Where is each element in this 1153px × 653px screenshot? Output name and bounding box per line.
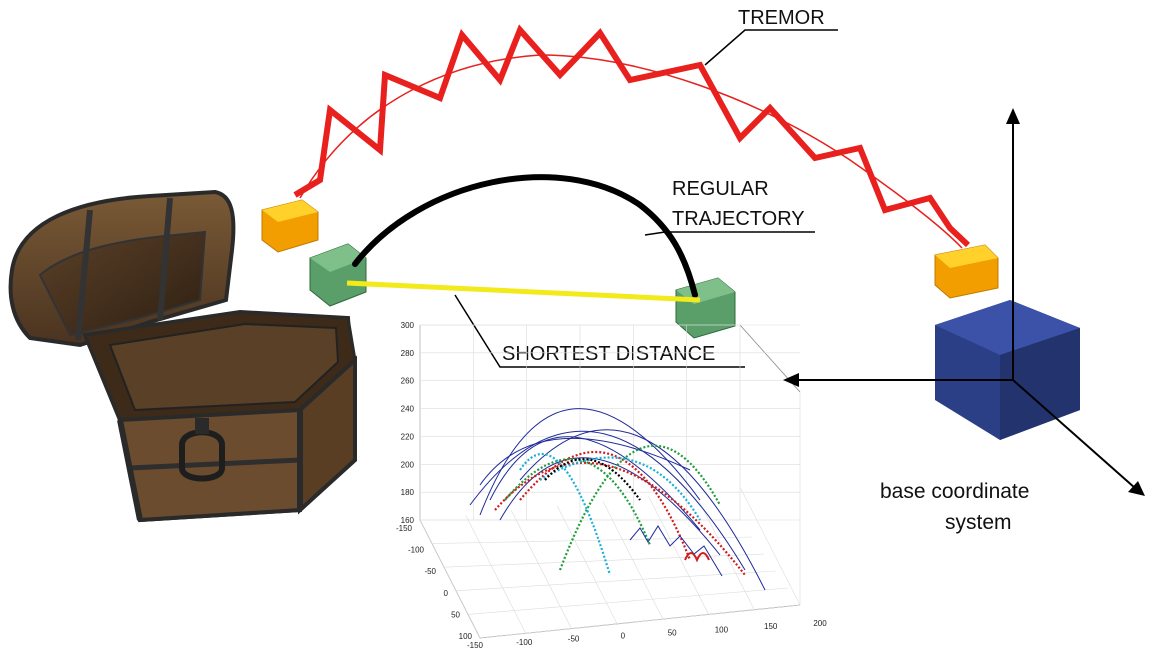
trajectory-curve xyxy=(519,429,766,591)
x-tick-label: 200 xyxy=(813,619,827,628)
floor-gridline xyxy=(739,486,801,606)
start-cube-orange xyxy=(261,199,319,253)
y-tick-label: 100 xyxy=(459,632,473,641)
floor-gridline xyxy=(431,536,753,544)
shortest-leader-line xyxy=(454,294,745,368)
floor-gridline xyxy=(419,519,481,639)
coordinate-axes xyxy=(783,108,1145,496)
x-tick-label: 0 xyxy=(621,632,626,641)
floor-gridline xyxy=(467,587,789,615)
trajectory-curve xyxy=(469,430,746,571)
end-cube-green xyxy=(675,277,736,339)
x-tick-label: -150 xyxy=(467,641,484,650)
x-tick-label: -100 xyxy=(516,638,533,647)
z-tick-label: 240 xyxy=(401,405,415,414)
floor-gridline xyxy=(556,505,618,624)
shortest-distance-line xyxy=(346,280,701,303)
x-axis-arrowhead xyxy=(1128,481,1145,496)
x-tick-label: 100 xyxy=(715,625,729,634)
trajectory-curve xyxy=(544,458,641,501)
trajectory-curve xyxy=(558,444,721,571)
z-tick-label: 200 xyxy=(401,460,415,469)
trajectory-curve xyxy=(504,458,652,546)
regular-trajectory-path xyxy=(352,174,698,298)
z-tick-label: 180 xyxy=(401,488,415,497)
floor-gridline xyxy=(602,501,664,620)
x-tick-label: -50 xyxy=(568,635,580,644)
trajectory-3d-plot: 300 280 260 240 220 200 180 160 -150 -100 -50 0 50 1… xyxy=(396,321,827,650)
tremor-label: TREMOR xyxy=(738,7,825,29)
trajectory-curve xyxy=(494,461,746,576)
shortest-distance-label: SHORTEST DISTANCE xyxy=(502,343,715,365)
floor-gridline xyxy=(455,570,777,592)
floor-gridline xyxy=(465,515,526,634)
treasure-chest xyxy=(8,189,358,523)
x-tick-label: 150 xyxy=(764,622,778,631)
y-tick-label: 0 xyxy=(444,589,449,598)
start-cube-green xyxy=(309,243,367,307)
z-tick-label: 160 xyxy=(401,516,415,525)
trajectory-curve xyxy=(519,452,612,576)
z-tick-label: 220 xyxy=(401,432,415,441)
y-axis-arrowhead xyxy=(783,373,799,387)
floor-gridline xyxy=(694,491,755,610)
z-tick-label: 280 xyxy=(401,349,415,358)
tremor-leader-line xyxy=(704,29,838,66)
regular-label-line1: REGULAR xyxy=(672,178,769,200)
y-tick-label: 50 xyxy=(451,610,460,619)
base-coordinate-cube xyxy=(935,300,1080,440)
x-tick-label: 50 xyxy=(668,628,677,637)
regular-label-line2: TRAJECTORY xyxy=(672,208,805,230)
trajectory-curve xyxy=(684,552,710,563)
trajectory-curve xyxy=(499,457,721,556)
trajectory-curve xyxy=(479,437,691,486)
end-cube-orange xyxy=(934,244,999,299)
z-axis-arrowhead xyxy=(1006,108,1020,124)
y-tick-label: -100 xyxy=(408,546,425,555)
y-tick-label: -150 xyxy=(396,524,413,533)
y-tick-label: -50 xyxy=(424,567,436,576)
base-coordinate-label-line1: base coordinate xyxy=(880,480,1029,503)
trajectory-curve xyxy=(489,436,701,531)
trajectory-curve xyxy=(629,525,723,577)
trajectory-curve xyxy=(519,450,692,561)
base-coordinate-label-line2: system xyxy=(945,511,1012,534)
z-tick-label: 300 xyxy=(401,321,415,330)
regular-leader-line xyxy=(644,231,815,236)
floor-gridline xyxy=(479,604,801,639)
tremor-path xyxy=(293,24,971,249)
z-tick-label: 260 xyxy=(401,377,415,386)
floor-gridline xyxy=(648,496,709,615)
floor-gridline xyxy=(511,510,572,629)
